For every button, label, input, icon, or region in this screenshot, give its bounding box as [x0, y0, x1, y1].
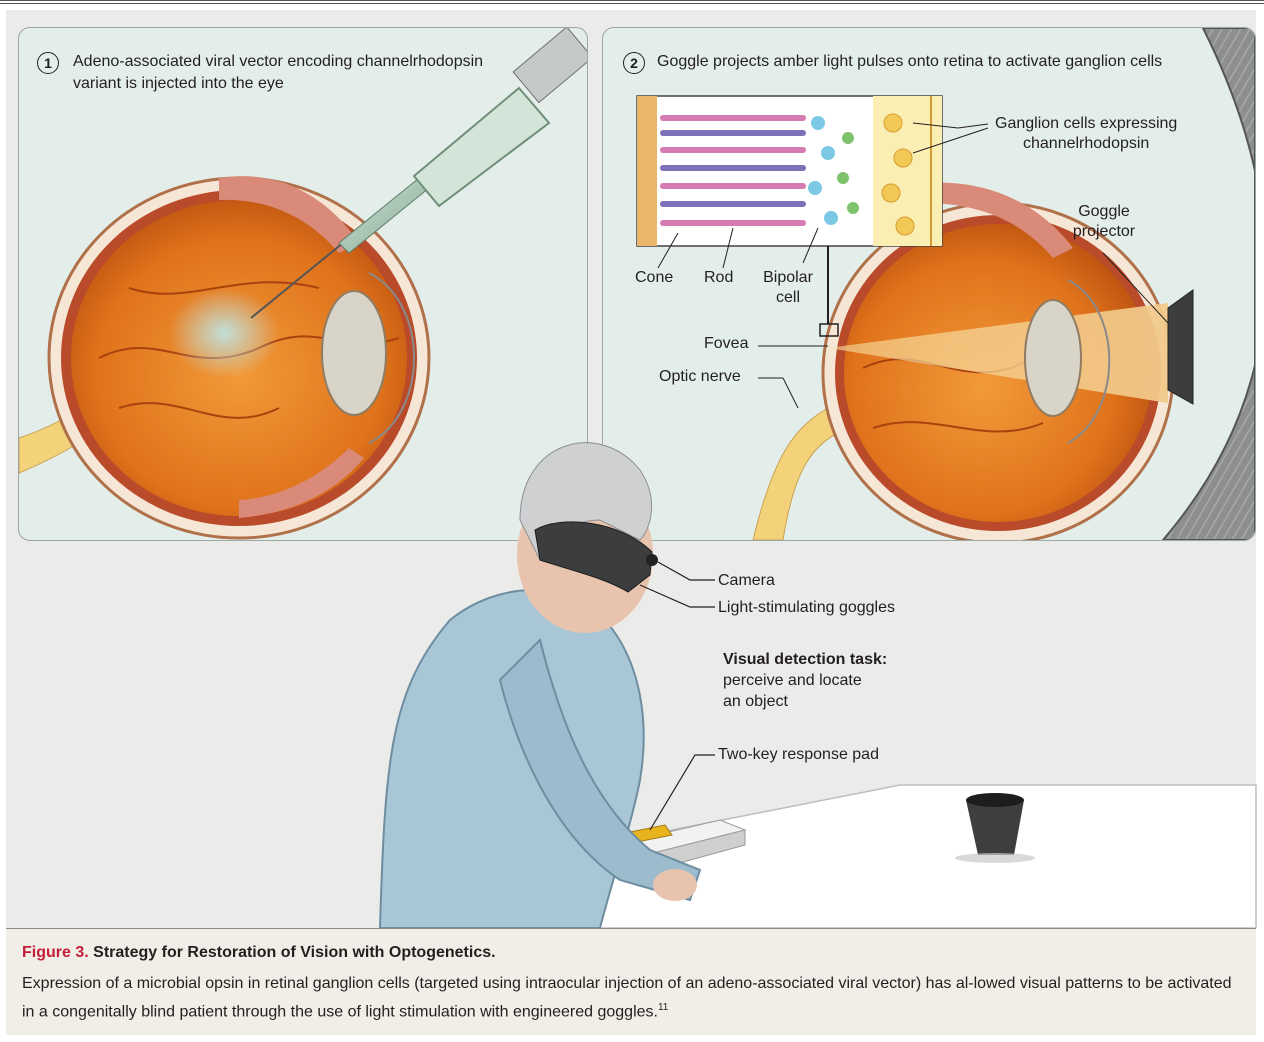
panel-goggle-projection: 2 Goggle projects amber light pulses ont…	[602, 27, 1256, 541]
figure-caption: Figure 3. Strategy for Restoration of Vi…	[6, 928, 1256, 1035]
label-cone: Cone	[635, 268, 673, 288]
caption-text: Expression of a microbial opsin in retin…	[22, 975, 1232, 1020]
label-bipolar-line1: Bipolar	[753, 268, 823, 288]
panel-injection: 1 Adeno-associated viral vector encoding…	[18, 27, 588, 541]
label-goggle-line1: Goggle	[1069, 202, 1139, 222]
label-response-pad: Two-key response pad	[718, 745, 879, 765]
figure-title: Strategy for Restoration of Vision with …	[93, 944, 495, 961]
label-optic-nerve: Optic nerve	[659, 367, 741, 387]
reference-number: 11	[658, 1002, 668, 1013]
label-rod: Rod	[704, 268, 733, 288]
panel1-description-line1: Adeno-associated viral vector encoding c…	[73, 52, 483, 72]
task-line1: perceive and locate	[723, 671, 862, 691]
task-title: Visual detection task:	[723, 650, 887, 670]
caption-body: Expression of a microbial opsin in retin…	[22, 972, 1238, 1024]
label-goggle-line2: projector	[1069, 222, 1139, 242]
panel1-description-line2: variant is injected into the eye	[73, 74, 284, 94]
projection-eye-illustration	[603, 28, 1255, 540]
caption-title: Figure 3. Strategy for Restoration of Vi…	[22, 944, 496, 962]
task-line2: an object	[723, 692, 788, 712]
panel2-description: Goggle projects amber light pulses onto …	[657, 52, 1162, 72]
injection-eye-illustration	[19, 28, 587, 540]
label-ganglion-line1: Ganglion cells expressing	[995, 114, 1177, 134]
figure-number: Figure 3.	[22, 944, 89, 961]
top-rule	[0, 0, 1264, 4]
step-2-badge: 2	[623, 52, 645, 74]
label-ganglion-line2: channelrhodopsin	[1023, 134, 1149, 154]
label-bipolar-line2: cell	[753, 288, 823, 308]
step-1-badge: 1	[37, 52, 59, 74]
label-fovea: Fovea	[704, 334, 748, 354]
label-camera: Camera	[718, 571, 775, 591]
label-goggles: Light-stimulating goggles	[718, 598, 895, 618]
